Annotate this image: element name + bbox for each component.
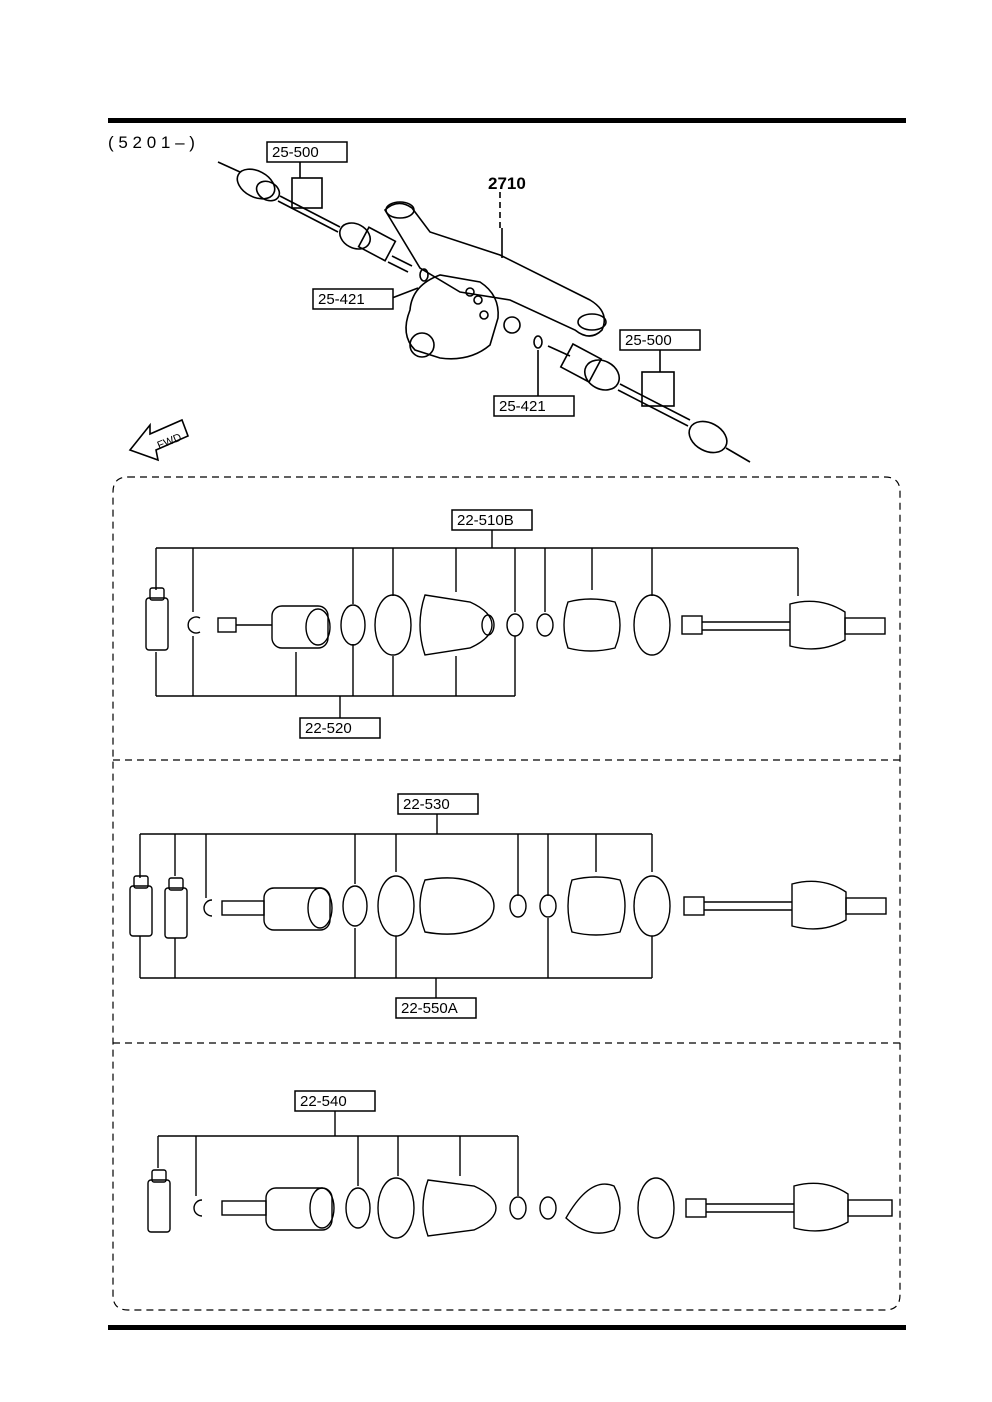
grease-tube-icon [145,587,169,651]
group-ref: 2710 [488,174,526,193]
exploded-frame [112,476,901,1311]
drive-shaft-icon [217,161,413,273]
panel-1 [145,530,886,718]
part-label-25-421-right: 25-421 [499,398,546,415]
overview-labels: 25-500 2710 25-421 25-421 25-500 [266,141,701,417]
panel-1-labels: 22-510B 22-520 [299,509,533,739]
differential-icon [383,201,607,360]
drive-shaft-icon [681,600,886,650]
part-label-22-550a: 22-550A [401,1000,458,1017]
joint-housing-icon [217,605,331,649]
part-label-22-520: 22-520 [305,720,352,737]
panel-3 [147,1111,893,1239]
fwd-arrow-icon: FWD [128,418,190,462]
clip-icon [187,616,201,634]
boot-icon [419,594,495,656]
part-label-22-540: 22-540 [300,1093,347,1110]
part-label-22-510b: 22-510B [457,512,514,529]
section-code: ( 5 2 0 1 – ) [108,133,195,152]
part-label-22-530: 22-530 [403,796,450,813]
bottom-rule [108,1325,906,1330]
boot-band-icon [374,594,412,656]
part-label-25-421-left: 25-421 [318,291,365,308]
panel-2 [129,814,887,998]
part-label-25-500-left: 25-500 [272,144,319,161]
panel-2-labels: 22-530 22-550A [395,793,479,1019]
overview-assembly [217,161,751,463]
panel-3-labels: 22-540 [294,1090,376,1112]
top-rule [108,118,906,123]
part-label-25-500-right: 25-500 [625,332,672,349]
